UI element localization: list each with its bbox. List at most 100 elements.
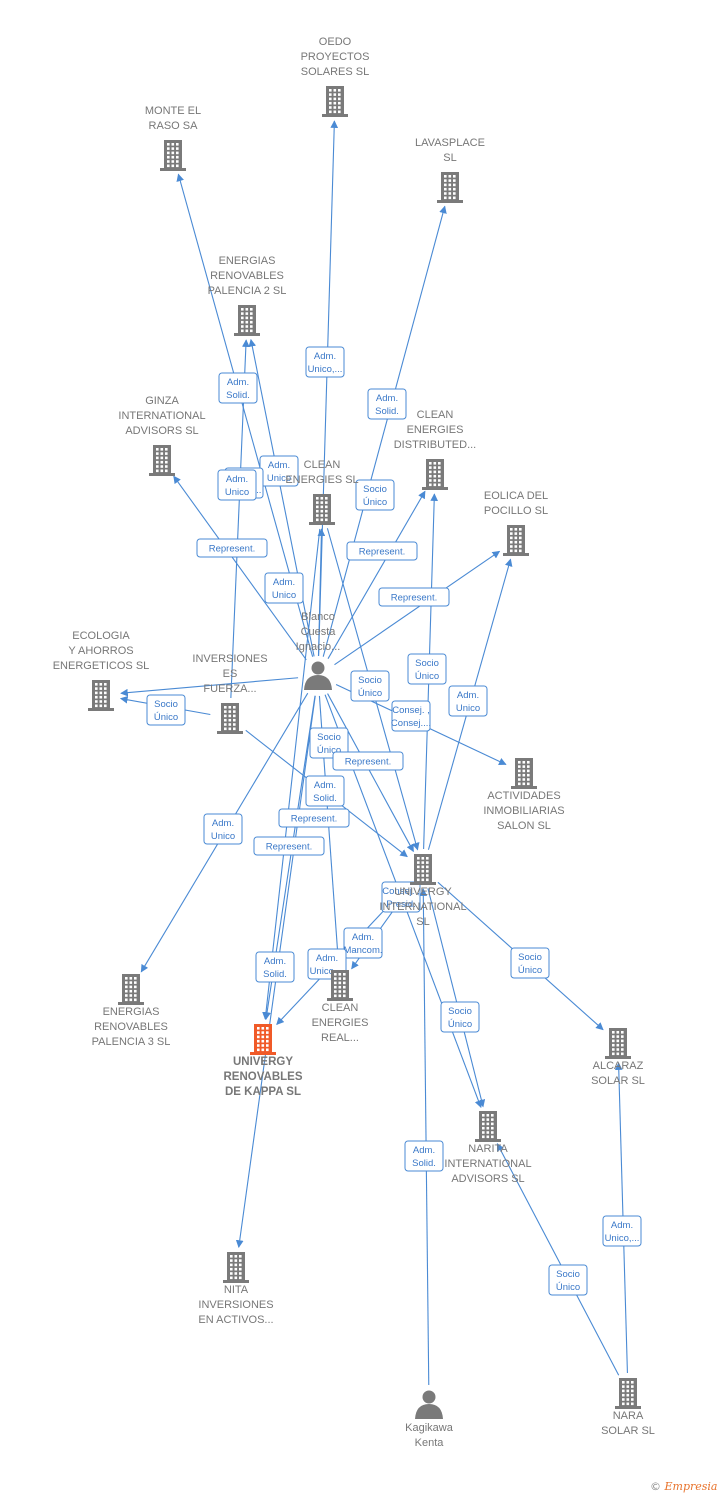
- relation-label-text: Represent.: [266, 842, 312, 853]
- relation-label[interactable]: Adm.Unico,...: [602, 1215, 642, 1247]
- relation-label[interactable]: Consej. , Consej....: [391, 700, 431, 732]
- edge-kagikawa-to-univergy_int: [419, 888, 430, 1386]
- relation-label-text: Solid.: [375, 406, 399, 417]
- building-icon: [503, 525, 529, 556]
- relation-label[interactable]: Adm.Solid.: [404, 1140, 444, 1172]
- relation-label[interactable]: Adm.Unico: [448, 685, 488, 717]
- node-label-line: CLEAN: [417, 409, 454, 421]
- relation-label-text: Consej. ,: [392, 705, 430, 716]
- relation-label-text: Represent.: [291, 814, 337, 825]
- node-label-line: CLEAN: [322, 1002, 359, 1014]
- relation-label[interactable]: Represent.: [196, 538, 268, 558]
- node-label-line: ENERGIAS: [219, 255, 276, 267]
- building-icon: [309, 494, 335, 525]
- relation-label[interactable]: Adm.Unico: [203, 813, 243, 845]
- building-icon: [223, 1252, 249, 1283]
- edge-nara-to-narita: [496, 1143, 620, 1376]
- relation-label[interactable]: Represent.: [278, 808, 350, 828]
- node-label-line: REAL...: [321, 1032, 359, 1044]
- relation-label[interactable]: Adm.Solid.: [255, 951, 295, 983]
- node-label-line: Y AHORROS: [68, 645, 133, 657]
- relation-label[interactable]: Adm.Mancom.: [343, 927, 383, 959]
- relation-label-text: Único: [518, 965, 542, 976]
- relation-label-text: Único: [363, 497, 387, 508]
- node-label-line: PROYECTOS: [301, 51, 370, 63]
- relation-label-text: Único: [415, 671, 439, 682]
- node-label-line: LAVASPLACE: [415, 137, 485, 149]
- node-label-line: POCILLO SL: [484, 505, 548, 517]
- node-label-line: NARA: [613, 1410, 644, 1422]
- company-node-clean_real[interactable]: CLEANENERGIESREAL...: [312, 970, 369, 1044]
- node-label-line: ES: [223, 668, 238, 680]
- company-node-clean_sl[interactable]: CLEAN ENERGIES SL: [285, 459, 359, 525]
- node-label-line: Blanco: [301, 611, 335, 623]
- relation-label[interactable]: Represent.: [346, 541, 418, 561]
- person-node-blanco[interactable]: BlancoCuestaIgnacio...: [296, 611, 341, 690]
- node-label-line: CLEAN: [304, 459, 341, 471]
- relation-label[interactable]: Adm.Unico: [217, 469, 257, 501]
- relation-label-text: Socio: [415, 658, 439, 669]
- relation-label-text: Consej....: [391, 718, 431, 729]
- relation-label-text: Adm.: [314, 351, 336, 362]
- building-icon: [511, 758, 537, 789]
- company-node-inversiones[interactable]: INVERSIONESESFUERZA...: [192, 653, 268, 734]
- relation-label-text: Único: [556, 1282, 580, 1293]
- node-label-line: SL: [416, 916, 429, 928]
- brand-logo[interactable]: Empresia: [664, 1480, 718, 1493]
- relation-label-text: Adm.: [376, 393, 398, 404]
- relation-label-text: Único: [154, 712, 178, 723]
- edge-labels-layer: Adm.Unico,...Adm.Solid.Adm.Solid.Adm.Uni…: [146, 346, 642, 1296]
- node-label-line: SALON SL: [497, 820, 551, 832]
- building-icon: [410, 854, 436, 885]
- node-label-line: INTERNATIONAL: [444, 1158, 531, 1170]
- company-node-clean_dist[interactable]: CLEANENERGIESDISTRIBUTED...: [394, 409, 477, 490]
- relation-label-text: Adm.: [316, 953, 338, 964]
- node-label-line: ENERGIES SL: [285, 474, 358, 486]
- edge-blanco-to-ginza: [173, 475, 307, 661]
- relation-label[interactable]: Represent.: [378, 587, 450, 607]
- relation-label[interactable]: Adm.Unico,...: [305, 346, 345, 378]
- relation-label-text: Mancom.: [343, 945, 382, 956]
- relation-label[interactable]: Adm.Solid.: [305, 775, 345, 807]
- relation-label-text: Socio: [358, 675, 382, 686]
- relation-label[interactable]: Adm.Unico: [264, 572, 304, 604]
- relation-label[interactable]: Adm. Solid.: [367, 388, 407, 420]
- node-label-line: SOLAR SL: [591, 1075, 645, 1087]
- relation-label[interactable]: Represent.: [253, 836, 325, 856]
- relation-label-text: Adm.: [314, 780, 336, 791]
- building-icon: [234, 305, 260, 336]
- node-label-line: PALENCIA 3 SL: [92, 1036, 171, 1048]
- relation-label-text: Adm.: [227, 377, 249, 388]
- node-label-line: INMOBILIARIAS: [483, 805, 564, 817]
- relation-label[interactable]: Adm.Solid.: [218, 372, 258, 404]
- node-label-line: Kenta: [415, 1437, 445, 1449]
- edge-blanco-to-ecologia: [120, 677, 299, 697]
- relation-label[interactable]: Represent.: [332, 751, 404, 771]
- relation-label[interactable]: Consej. ,Presid.: [381, 881, 421, 913]
